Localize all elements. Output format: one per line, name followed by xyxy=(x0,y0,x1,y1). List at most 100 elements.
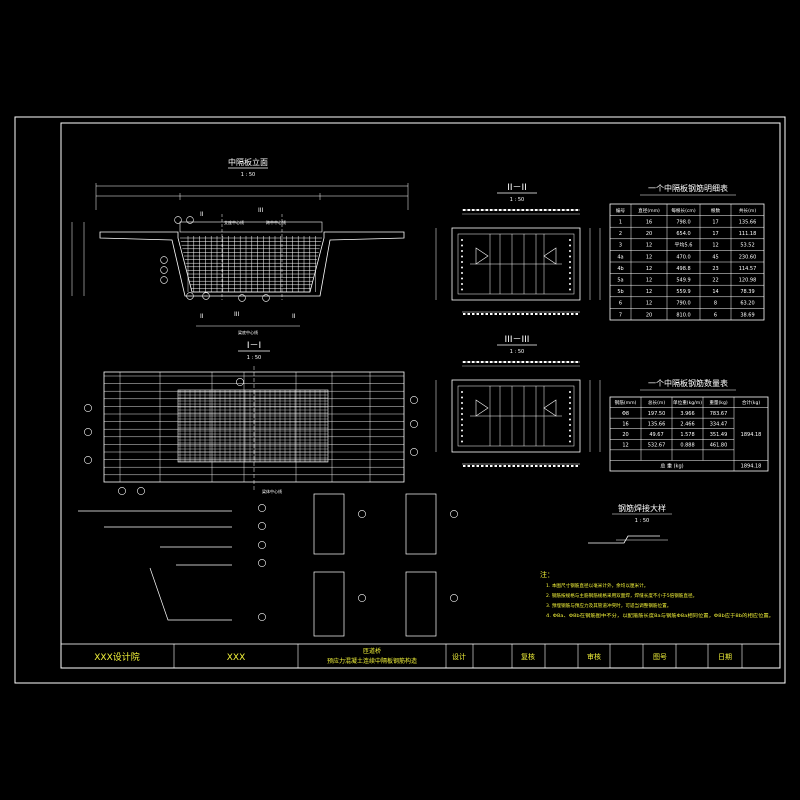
dimension-tick xyxy=(463,361,466,363)
rebar-callout-circle xyxy=(258,559,266,567)
section-arrow xyxy=(475,399,489,417)
detail-table-cell: 654.0 xyxy=(676,231,690,237)
rebar-callout-circle xyxy=(258,613,266,621)
note-4: 4. Φ8a、Φ8b在钢筋图中不分，以配箍筋长度8a与钢筋Φ8a相同位置，Φ8b… xyxy=(546,612,774,619)
detail-table-cell: 12 xyxy=(646,277,652,283)
detail-table-cell: 135.66 xyxy=(739,219,757,225)
qty-table-cell: 197.50 xyxy=(648,411,666,417)
dimension-tick xyxy=(517,313,520,315)
qty-table-header: 重量(kg) xyxy=(709,399,728,406)
dimension-tick xyxy=(575,313,578,315)
detail-table-cell: 12 xyxy=(712,243,718,249)
dimension-tick xyxy=(539,209,542,211)
rebar-callout-circle xyxy=(410,448,418,456)
section-mark-iii-top: III xyxy=(258,207,264,214)
detail-table-cell: 23 xyxy=(712,266,718,272)
dimension-tick xyxy=(472,361,475,363)
audit-label: 审核 xyxy=(587,652,601,661)
dimension-tick xyxy=(476,313,479,315)
dimension-tick xyxy=(539,361,542,363)
qty-table-header: 合计(kg) xyxy=(742,399,761,406)
dimension-tick xyxy=(526,361,529,363)
rebar-dot xyxy=(569,429,571,432)
dimension-tick xyxy=(494,361,497,363)
dimension-tick xyxy=(485,465,488,467)
note-1: 1. 本图尺寸钢筋直径以毫米计外，余均以厘米计。 xyxy=(546,582,648,589)
dimension-tick xyxy=(562,313,565,315)
design-label: 设计 xyxy=(452,652,466,661)
dimension-tick xyxy=(526,465,529,467)
dimension-tick xyxy=(467,465,470,467)
rebar-dot xyxy=(461,424,463,426)
detail-table-header: 每根长(cm) xyxy=(671,207,696,214)
detail-table-cell: 6 xyxy=(619,301,622,307)
rebar-callout-circle xyxy=(358,594,366,602)
dimension-tick xyxy=(467,209,470,211)
rebar-dot xyxy=(461,272,463,274)
rebar-callout-circle xyxy=(160,276,168,284)
dimension-tick xyxy=(476,361,479,363)
rebar-dot xyxy=(569,244,571,247)
detail-table-cell: 2 xyxy=(619,231,622,237)
bearing-centerline-label: 支座中心线 xyxy=(224,219,244,225)
dimension-tick xyxy=(571,361,574,363)
section-arrow xyxy=(543,247,557,265)
midspan-centerline-label: 跨中中心线 xyxy=(266,219,286,225)
dimension-tick xyxy=(562,465,565,467)
dimension-tick xyxy=(535,361,538,363)
detail-table-cell: 平均5.6 xyxy=(675,242,693,249)
dimension-tick xyxy=(476,209,479,211)
section-1-scale: 1 : 50 xyxy=(247,355,261,361)
dimension-tick xyxy=(503,361,506,363)
dimension-tick xyxy=(553,361,556,363)
detail-table-cell: 20 xyxy=(646,231,652,237)
dimension-tick xyxy=(535,465,538,467)
qty-table-title: 一个中隔板钢筋数量表 xyxy=(648,378,728,388)
dimension-tick xyxy=(494,465,497,467)
rebar-dot xyxy=(569,413,571,415)
drawing-number-label: 图号 xyxy=(653,653,667,661)
dimension-tick xyxy=(548,313,551,315)
detail-table-title: 一个中隔板钢筋明细表 xyxy=(648,183,728,193)
elevation-view: 中隔板立面 1 : 50 支座中心线 跨中中心线 II III II III I… xyxy=(71,157,409,335)
detail-table-cell: 7 xyxy=(619,312,622,318)
rebar-dot xyxy=(569,396,571,399)
dimension-tick xyxy=(548,361,551,363)
review-label: 复核 xyxy=(521,652,535,661)
dimension-tick xyxy=(490,361,493,363)
dimension-tick xyxy=(562,361,565,363)
dimension-tick xyxy=(526,209,529,211)
detail-table-cell: 12 xyxy=(646,254,652,260)
rebar-dot xyxy=(569,261,571,263)
dimension-tick xyxy=(521,361,524,363)
dimension-tick xyxy=(490,313,493,315)
dimension-tick xyxy=(557,361,560,363)
detail-table-header: 编号 xyxy=(616,207,626,214)
rebar-dot xyxy=(461,418,463,421)
detail-table-cell: 1 xyxy=(619,219,622,225)
detail-table-cell: 22 xyxy=(712,277,718,283)
dimension-tick xyxy=(508,465,511,467)
dimension-tick xyxy=(544,313,547,315)
detail-table-cell: 53.52 xyxy=(740,243,754,249)
dimension-tick xyxy=(476,465,479,467)
qty-table-cell: 532.67 xyxy=(648,442,666,448)
section-1-view: I－I 1 : 50 梁体中心线 xyxy=(84,341,418,495)
detail-table-cell: 14 xyxy=(712,289,718,295)
detail-table-cell: 45 xyxy=(712,254,718,260)
detail-table-cell: 16 xyxy=(646,219,652,225)
dimension-tick xyxy=(575,465,578,467)
rebar-dot xyxy=(569,277,571,280)
rebar-dot xyxy=(569,266,571,269)
date-label: 日期 xyxy=(718,653,732,661)
dimension-tick xyxy=(553,465,556,467)
qty-table-merged-total: 1894.18 xyxy=(741,432,762,438)
section-arrow xyxy=(475,247,489,265)
dimension-tick xyxy=(571,209,574,211)
rebar-callout-circle xyxy=(160,256,168,264)
rebar-dot xyxy=(461,391,463,393)
dimension-tick xyxy=(539,313,542,315)
section-mark-ii-bottom-right: II xyxy=(292,313,296,320)
rebar-dot xyxy=(569,391,571,393)
section-outline xyxy=(451,379,581,453)
